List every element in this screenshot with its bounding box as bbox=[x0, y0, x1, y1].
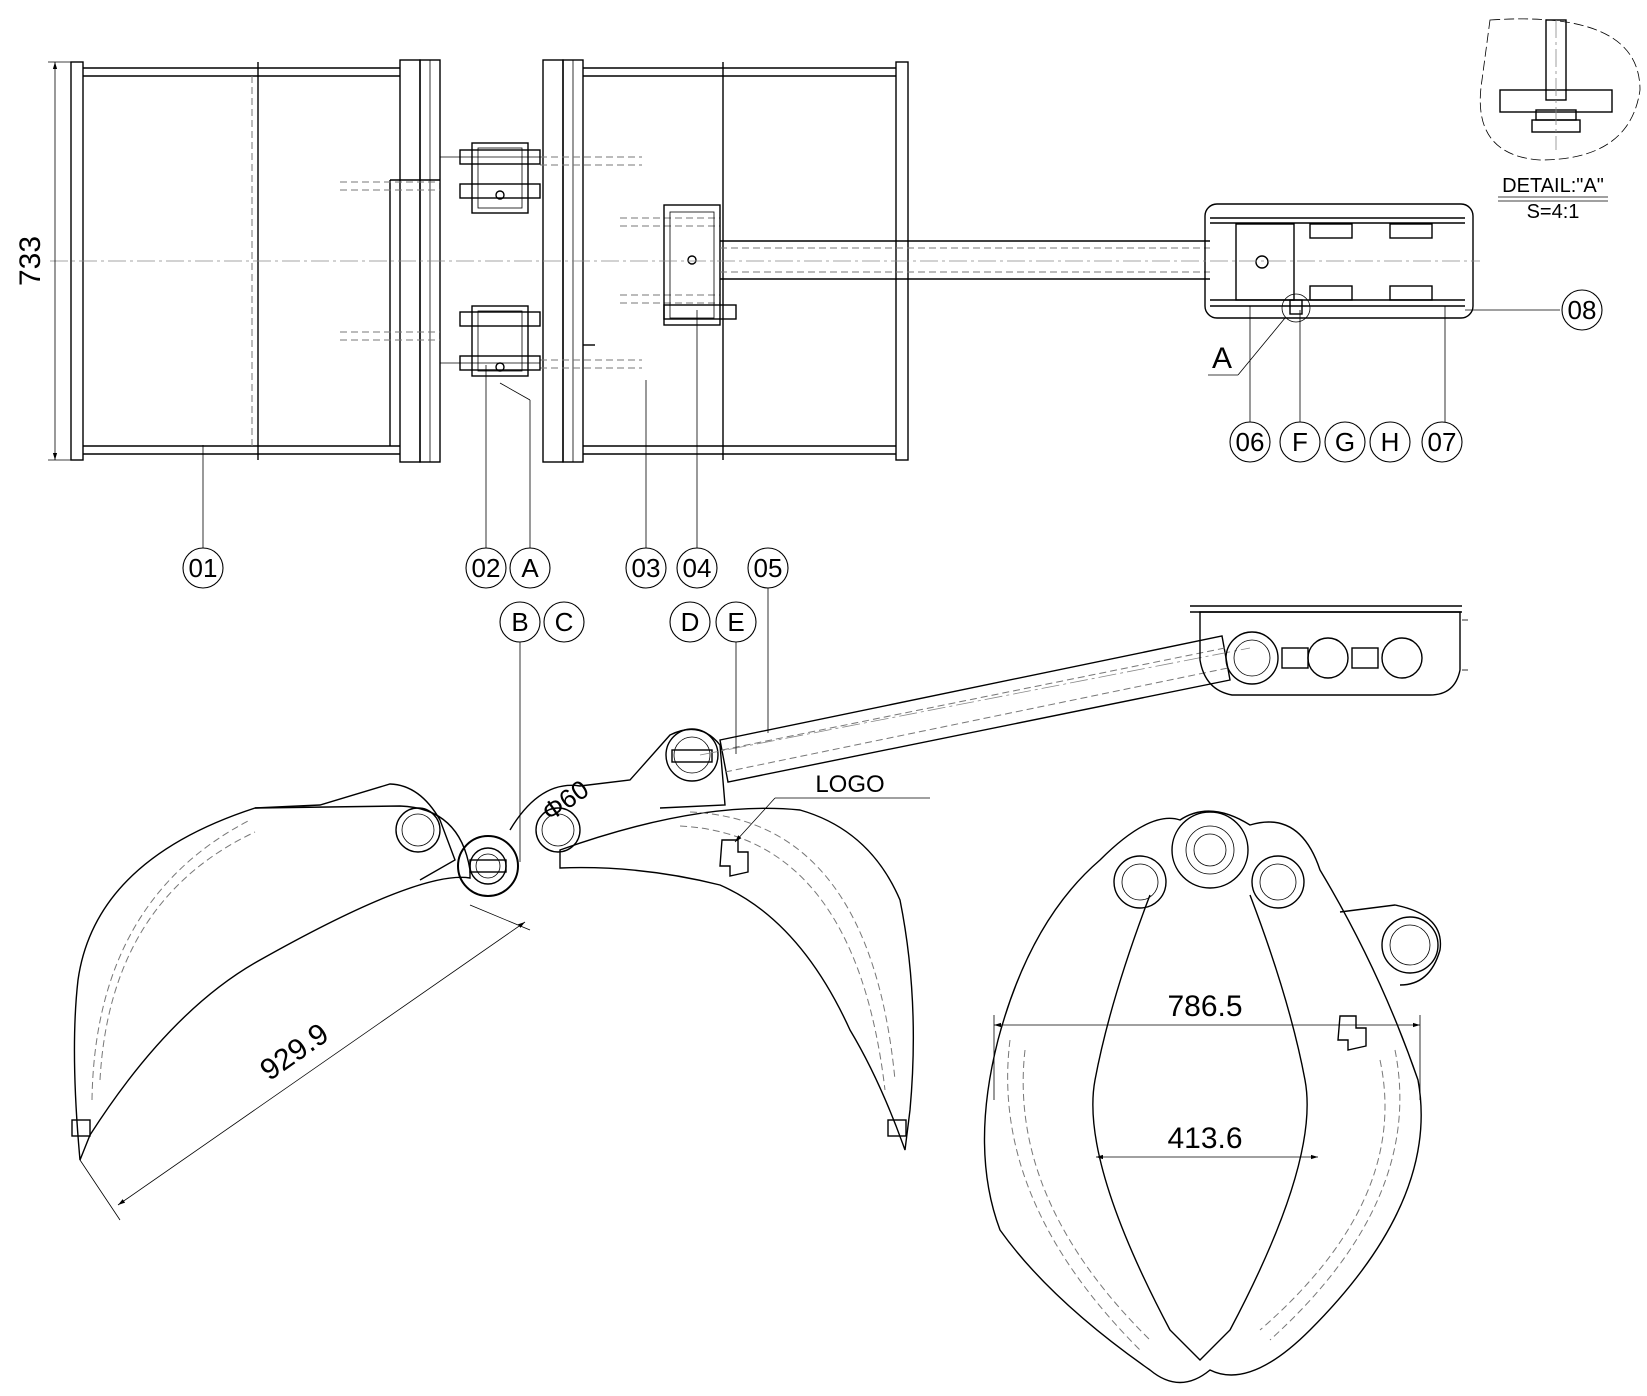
balloon-04: 04 bbox=[676, 547, 718, 589]
svg-text:D: D bbox=[681, 607, 700, 637]
left-tine bbox=[73, 805, 471, 1161]
logo-mark bbox=[719, 839, 749, 877]
svg-text:01: 01 bbox=[189, 553, 218, 583]
svg-text:A: A bbox=[521, 553, 539, 583]
pin-assembly-04 bbox=[663, 204, 737, 326]
dim-pin-diameter: Φ60 bbox=[536, 774, 594, 827]
detail-scale: S=4:1 bbox=[1527, 201, 1580, 223]
balloon-e: E bbox=[715, 601, 757, 643]
svg-text:E: E bbox=[727, 607, 744, 637]
dim-reach: 929.9 bbox=[254, 1017, 334, 1087]
pin-assembly-lower bbox=[440, 305, 541, 377]
balloon-a: A bbox=[509, 547, 551, 589]
balloons: 01 02 A 03 04 05 B C D E 06 F G H 07 08 bbox=[182, 289, 1603, 643]
svg-text:06: 06 bbox=[1236, 427, 1265, 457]
balloon-06: 06 bbox=[1229, 421, 1271, 463]
svg-text:G: G bbox=[1335, 427, 1355, 457]
svg-text:08: 08 bbox=[1568, 295, 1597, 325]
balloon-03: 03 bbox=[625, 547, 667, 589]
svg-text:C: C bbox=[555, 607, 574, 637]
pin-assembly-upper bbox=[440, 142, 541, 214]
side-view-open: LOGO Φ60 929.9 bbox=[71, 584, 1468, 1221]
rotator-side bbox=[1199, 611, 1461, 696]
balloon-07: 07 bbox=[1421, 421, 1463, 463]
closed-outer bbox=[983, 810, 1422, 1384]
svg-text:02: 02 bbox=[472, 553, 501, 583]
balloon-f: F bbox=[1279, 421, 1321, 463]
balloon-05: 05 bbox=[747, 547, 789, 589]
dim-height: 733 bbox=[14, 236, 47, 286]
balloon-d: D bbox=[669, 601, 711, 643]
balloon-01: 01 bbox=[182, 547, 224, 589]
top-view: 733 A bbox=[14, 59, 1560, 553]
svg-text:B: B bbox=[511, 607, 528, 637]
rotator-housing bbox=[1204, 203, 1474, 319]
svg-text:H: H bbox=[1381, 427, 1400, 457]
balloon-h: H bbox=[1369, 421, 1411, 463]
detail-title: DETAIL:"A" bbox=[1502, 175, 1604, 197]
dim-open-width: 786.5 bbox=[1167, 990, 1242, 1023]
center-pin bbox=[457, 835, 519, 897]
svg-text:04: 04 bbox=[683, 553, 712, 583]
section-ref-a: A bbox=[1212, 342, 1232, 375]
right-tine bbox=[559, 807, 915, 1151]
svg-text:F: F bbox=[1292, 427, 1308, 457]
side-view-closed: 786.5 413.6 bbox=[983, 810, 1442, 1384]
balloon-g: G bbox=[1324, 421, 1366, 463]
balloon-c: C bbox=[543, 601, 585, 643]
balloon-02: 02 bbox=[465, 547, 507, 589]
balloon-08: 08 bbox=[1561, 289, 1603, 331]
link-arm-side bbox=[719, 635, 1231, 783]
balloon-b: B bbox=[499, 601, 541, 643]
svg-text:07: 07 bbox=[1428, 427, 1457, 457]
svg-text:05: 05 bbox=[754, 553, 783, 583]
logo-label: LOGO bbox=[815, 771, 884, 798]
svg-text:03: 03 bbox=[632, 553, 661, 583]
dim-inner-width: 413.6 bbox=[1167, 1122, 1242, 1155]
detail-a: DETAIL:"A" S=4:1 bbox=[1479, 18, 1641, 223]
closed-inner bbox=[1092, 894, 1308, 1361]
